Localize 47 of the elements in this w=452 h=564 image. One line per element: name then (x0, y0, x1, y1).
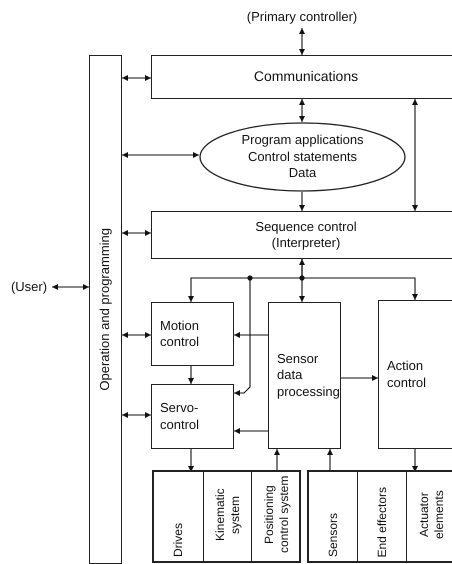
node-text: Positioning control system (262, 474, 292, 556)
arrow (299, 192, 305, 211)
node-text: Operation and programming (97, 228, 114, 391)
external-label: (User) (10, 278, 48, 296)
arrow (299, 259, 305, 302)
arrow (234, 428, 268, 434)
process-box (378, 300, 452, 449)
arrow (327, 449, 333, 472)
process-box (151, 302, 234, 366)
arrow (341, 375, 378, 381)
arrow (412, 99, 418, 211)
process-box (151, 384, 234, 449)
arrow (274, 449, 280, 472)
process-box (151, 55, 452, 99)
node-text: Communications (254, 68, 358, 86)
process-box (151, 211, 452, 259)
arrow (188, 449, 194, 472)
node-text: Control statements (248, 148, 358, 166)
node-text: Action control (387, 358, 428, 391)
arrow (234, 332, 268, 338)
node-text: Program applications (241, 132, 364, 149)
node-text: Servo-control (160, 400, 200, 433)
node-text: Data (288, 165, 316, 182)
node-text: Kinematic system (212, 487, 242, 543)
arrow (234, 259, 303, 396)
arrow (122, 412, 151, 418)
arrow (299, 99, 305, 122)
process-box (268, 302, 341, 449)
process-bar (89, 55, 122, 564)
node-text: Motion control (160, 318, 200, 350)
external-label: (Primary controller) (246, 8, 358, 26)
node-text: End effectors (374, 486, 390, 557)
arrow (122, 332, 151, 338)
arrow (188, 366, 194, 384)
arrow (52, 284, 89, 290)
component-group (152, 470, 301, 563)
node-text: Sequence control (Interpreter) (254, 218, 358, 252)
node-text: Sensor data processing (277, 351, 340, 400)
arrow (412, 449, 418, 472)
node-text: Drives (171, 522, 186, 557)
arrow (122, 75, 151, 81)
node-text: Sensors (326, 512, 340, 557)
arrow (122, 230, 151, 236)
component-group (307, 470, 452, 563)
arrow (122, 152, 199, 158)
node-text: Actuator elements (416, 489, 446, 541)
arrow (299, 28, 305, 55)
